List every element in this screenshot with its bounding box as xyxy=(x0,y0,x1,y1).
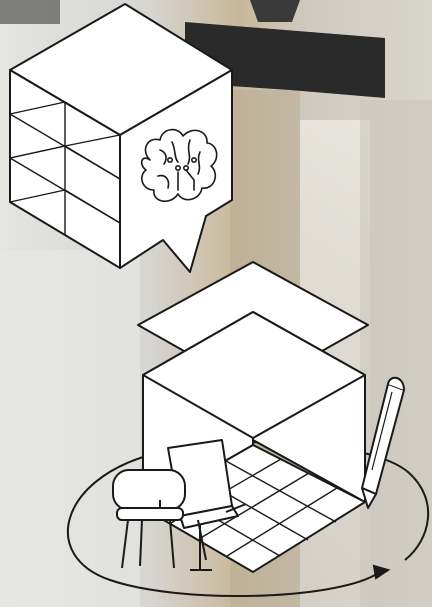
illustration-scene xyxy=(0,0,432,607)
